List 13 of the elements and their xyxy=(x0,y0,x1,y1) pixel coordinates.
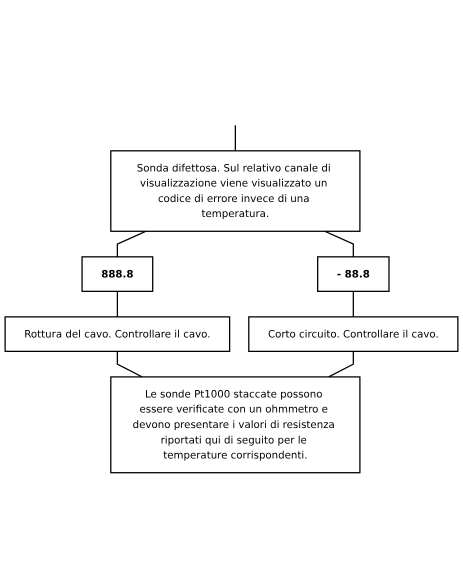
connector xyxy=(324,230,354,256)
connector xyxy=(116,290,118,316)
connector xyxy=(234,124,236,150)
node-box: - 88.8 xyxy=(317,256,390,292)
node-box: Le sonde Pt1000 staccate possono essere verificate con un ohmmetro e devono presentare i valori di resistenza riportati qui di seguito per le temperature corrispondenti. xyxy=(110,376,361,473)
connector xyxy=(328,350,354,378)
node-box: Sonda difettosa. Sul relativo canale di visualizzazione viene visualizzato un codice di errore invece di una temperatura. xyxy=(110,150,361,232)
node-box: 888.8 xyxy=(81,256,154,292)
connector xyxy=(116,350,142,378)
connector xyxy=(352,290,354,316)
connector xyxy=(116,230,146,256)
node-box: Rottura del cavo. Controllare il cavo. xyxy=(4,316,230,352)
node-box: Corto circuito. Controllare il cavo. xyxy=(248,316,459,352)
